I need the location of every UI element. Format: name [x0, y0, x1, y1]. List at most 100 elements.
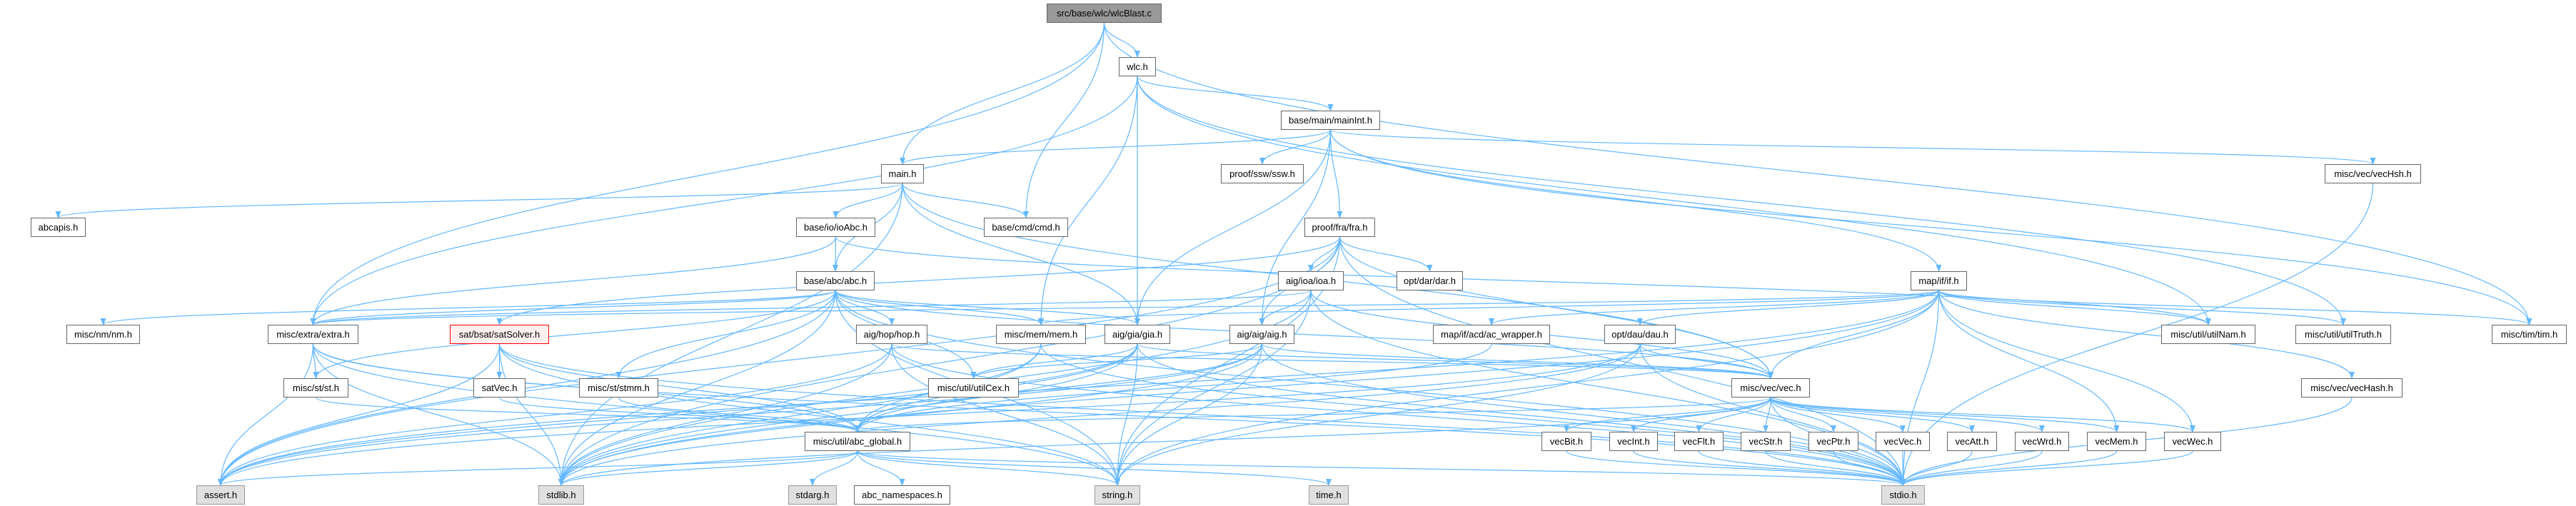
- graph-node-hop[interactable]: aig/hop/hop.h: [856, 325, 927, 344]
- edge-dau-to-stdio: [1639, 343, 1906, 486]
- graph-node-vecWec[interactable]: vecWec.h: [2164, 432, 2221, 451]
- edge-abcg-to-abcns: [857, 450, 905, 486]
- graph-node-acw[interactable]: map/if/acd/ac_wrapper.h: [1433, 325, 1550, 344]
- edge-vec-to-vecVec: [1770, 397, 1906, 432]
- graph-node-string[interactable]: string.h: [1095, 485, 1140, 505]
- edge-abcg-to-stdarg: [810, 450, 858, 486]
- edge-main-to-gia: [902, 183, 1140, 325]
- graph-node-utilCex[interactable]: misc/util/utilCex.h: [928, 378, 1019, 398]
- graph-node-vecWrd[interactable]: vecWrd.h: [2015, 432, 2069, 451]
- graph-node-cmd[interactable]: base/cmd/cmd.h: [984, 218, 1068, 237]
- edge-abc-to-gia: [835, 290, 1140, 325]
- edge-main-to-cmd: [902, 183, 1029, 218]
- edge-vec-to-vecBit: [1564, 397, 1771, 432]
- edge-mainInt-to-gia: [1134, 129, 1332, 325]
- edge-vec-to-vecMem: [1770, 397, 2120, 432]
- edge-dau-to-stdlib: [558, 343, 1641, 486]
- graph-node-gia[interactable]: aig/gia/gia.h: [1105, 325, 1170, 344]
- edge-mainInt-to-main: [900, 129, 1332, 165]
- edge-abcg-to-string: [857, 450, 1120, 486]
- graph-node-tim[interactable]: misc/tim/tim.h: [2492, 325, 2567, 344]
- graph-node-wlc[interactable]: wlc.h: [1119, 57, 1156, 76]
- graph-node-dar[interactable]: opt/dar/dar.h: [1397, 271, 1463, 290]
- graph-node-nm[interactable]: misc/nm/nm.h: [66, 325, 140, 344]
- graph-node-vec[interactable]: misc/vec/vec.h: [1731, 378, 1810, 398]
- edge-vecHsh-to-stdio: [1900, 183, 2374, 486]
- edge-vec-to-abcg: [855, 397, 1771, 432]
- edge-mainInt-to-ssw: [1259, 129, 1332, 165]
- edge-ioAbc-to-extra: [310, 236, 837, 325]
- graph-node-vecMem[interactable]: vecMem.h: [2087, 432, 2146, 451]
- edge-if-to-dau: [1637, 290, 1940, 325]
- graph-node-mem[interactable]: misc/mem/mem.h: [996, 325, 1086, 344]
- graph-node-root[interactable]: src/base/wlc/wlcBlast.c: [1047, 4, 1162, 23]
- edge-vec-to-vecStr: [1763, 397, 1771, 432]
- graph-node-abcapis[interactable]: abcapis.h: [31, 218, 86, 237]
- graph-node-abc[interactable]: base/abc/abc.h: [796, 271, 875, 290]
- graph-node-ioAbc[interactable]: base/io/ioAbc.h: [796, 218, 875, 237]
- graph-node-extra[interactable]: misc/extra/extra.h: [268, 325, 358, 344]
- graph-node-ioa[interactable]: aig/ioa/ioa.h: [1278, 271, 1344, 290]
- edge-vecStr-to-stdio: [1765, 450, 1906, 486]
- graph-node-vecHsh[interactable]: misc/vec/vecHsh.h: [2325, 164, 2421, 183]
- edge-ioAbc-to-utilNam: [835, 236, 2211, 325]
- edge-if-to-mem: [1038, 290, 1940, 325]
- edge-ioa-to-string: [1115, 290, 1312, 486]
- graph-node-if[interactable]: map/if/if.h: [1911, 271, 1967, 290]
- graph-node-stdarg[interactable]: stdarg.h: [788, 485, 837, 505]
- edge-abcg-to-time: [857, 450, 1332, 486]
- edge-hop-to-assert: [218, 343, 892, 486]
- graph-node-utilTruth[interactable]: misc/util/utilTruth.h: [2295, 325, 2391, 344]
- graph-node-mainInt[interactable]: base/main/mainInt.h: [1281, 111, 1380, 130]
- edge-fra-to-assert: [218, 236, 1341, 486]
- edge-vec-to-vecPtr: [1770, 397, 1836, 432]
- edge-main-to-ioAbc: [832, 183, 903, 218]
- edge-extra-to-assert: [218, 343, 314, 486]
- edge-mainInt-to-fra: [1329, 129, 1343, 218]
- graph-node-sat[interactable]: sat/bsat/satSolver.h: [450, 325, 549, 344]
- graph-node-vecHash[interactable]: misc/vec/vecHash.h: [2301, 378, 2403, 398]
- graph-node-stdio[interactable]: stdio.h: [1881, 485, 1925, 505]
- graph-node-assert[interactable]: assert.h: [196, 485, 245, 505]
- edge-abc-to-extra: [310, 290, 836, 325]
- graph-node-satVec[interactable]: satVec.h: [473, 378, 525, 398]
- edge-vecInt-to-stdio: [1633, 450, 1906, 486]
- edge-abc-to-stdlib: [558, 290, 836, 486]
- graph-node-vecPtr[interactable]: vecPtr.h: [1808, 432, 1858, 451]
- graph-node-stdlib[interactable]: stdlib.h: [538, 485, 584, 505]
- graph-node-st[interactable]: misc/st/st.h: [283, 378, 348, 398]
- edge-vec-to-vecInt: [1631, 397, 1771, 432]
- graph-node-vecStr[interactable]: vecStr.h: [1741, 432, 1791, 451]
- edge-gia-to-utilCex: [970, 343, 1138, 379]
- edge-mainInt-to-if: [1329, 129, 1942, 272]
- edge-abc-to-hop: [835, 290, 895, 325]
- graph-node-vecInt[interactable]: vecInt.h: [1609, 432, 1658, 451]
- edge-if-to-utilTruth: [1938, 290, 2346, 325]
- graph-node-vecVec[interactable]: vecVec.h: [1876, 432, 1930, 451]
- graph-node-ssw[interactable]: proof/ssw/ssw.h: [1221, 164, 1304, 183]
- edge-aig-to-abcg: [855, 343, 1263, 432]
- graph-node-vecAtt[interactable]: vecAtt.h: [1947, 432, 1997, 451]
- edge-sat-to-string: [498, 343, 1120, 486]
- edge-vecWrd-to-stdio: [1900, 450, 2043, 486]
- graph-node-fra[interactable]: proof/fra/fra.h: [1304, 218, 1375, 237]
- edge-aig-to-stdio: [1261, 343, 1906, 486]
- edge-if-to-tim: [1938, 290, 2532, 325]
- graph-node-stmm[interactable]: misc/st/stmm.h: [579, 378, 658, 398]
- edge-if-to-stdio: [1900, 290, 1940, 486]
- graph-node-abcg[interactable]: misc/util/abc_global.h: [805, 432, 910, 451]
- edge-vec-to-vecWec: [1770, 397, 2195, 432]
- edge-fra-to-dar: [1339, 236, 1433, 272]
- graph-node-aig[interactable]: aig/aig/aig.h: [1229, 325, 1294, 344]
- edge-mainInt-to-tim: [1329, 129, 2532, 325]
- graph-node-dau[interactable]: opt/dau/dau.h: [1604, 325, 1676, 344]
- edge-if-to-string: [1115, 290, 1940, 486]
- graph-node-main[interactable]: main.h: [881, 164, 924, 183]
- graph-node-utilNam[interactable]: misc/util/utilNam.h: [2161, 325, 2255, 344]
- graph-node-vecFlt[interactable]: vecFlt.h: [1674, 432, 1724, 451]
- graph-node-abcns[interactable]: abc_namespaces.h: [854, 485, 950, 505]
- graph-node-time[interactable]: time.h: [1309, 485, 1349, 505]
- edge-vec-to-vecAtt: [1770, 397, 1975, 432]
- graph-node-vecBit[interactable]: vecBit.h: [1541, 432, 1591, 451]
- edge-ioa-to-aig: [1259, 290, 1312, 325]
